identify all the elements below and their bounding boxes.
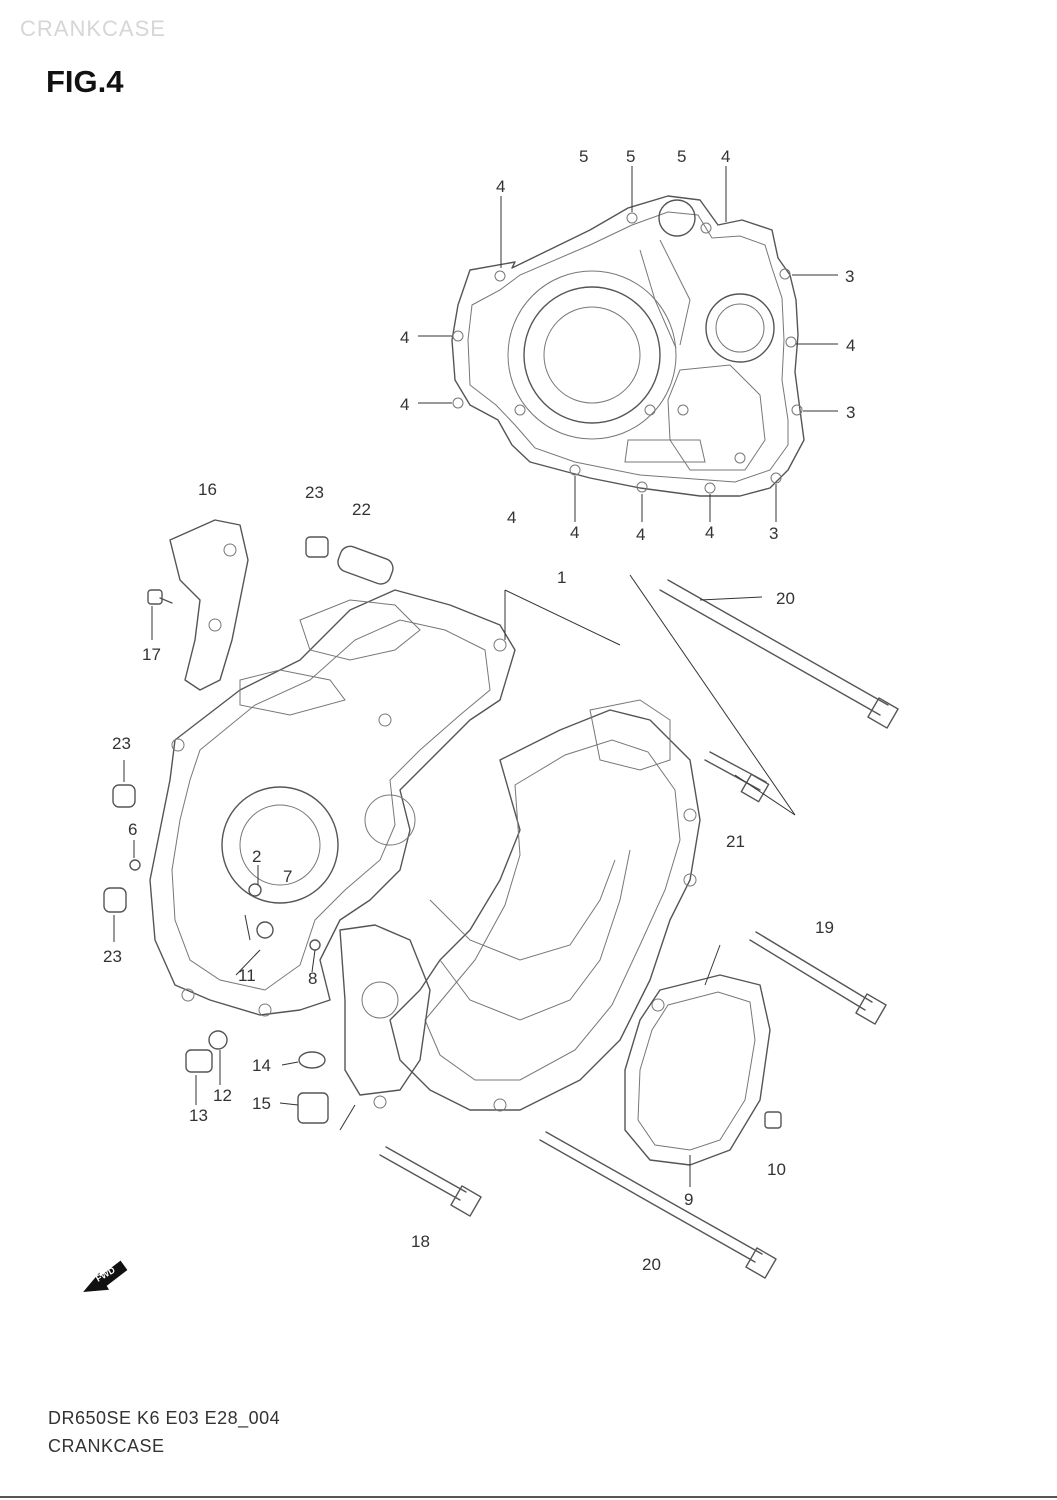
callout-9: 9 — [684, 1190, 693, 1209]
callout-12: 12 — [213, 1086, 232, 1105]
callout-4-mid: 4 — [507, 508, 516, 527]
callout-4-bottom-3: 4 — [705, 523, 714, 542]
callout-7: 7 — [283, 867, 292, 886]
callout-4-left-2: 4 — [400, 395, 409, 414]
callout-labels: 5 5 5 4 4 3 4 4 4 3 16 23 22 4 4 4 4 3 1… — [103, 147, 855, 1274]
diagram-code: DR650SE K6 E03 E28_004 — [48, 1408, 281, 1428]
callout-3a: 3 — [845, 267, 854, 286]
callout-22: 22 — [352, 500, 371, 519]
callout-4-top-left: 4 — [496, 177, 505, 196]
callout-10: 10 — [767, 1160, 786, 1179]
callout-17: 17 — [142, 645, 161, 664]
callout-23c: 23 — [103, 947, 122, 966]
callout-19: 19 — [815, 918, 834, 937]
cover-part-9 — [624, 974, 771, 1166]
callout-20b: 20 — [642, 1255, 661, 1274]
callout-3b: 3 — [846, 403, 855, 422]
callout-2: 2 — [252, 847, 261, 866]
callout-15: 15 — [252, 1094, 271, 1113]
callout-13: 13 — [189, 1106, 208, 1125]
callout-5a: 5 — [579, 147, 588, 166]
crankcase-body-outline — [149, 589, 701, 1112]
fwd-arrow-icon: FWD — [83, 1260, 128, 1292]
callout-4-right: 4 — [846, 336, 855, 355]
callout-8: 8 — [308, 969, 317, 988]
callout-23b: 23 — [112, 734, 131, 753]
diagram-name: CRANKCASE — [48, 1436, 165, 1456]
callout-4-bottom-2: 4 — [636, 525, 645, 544]
callout-1: 1 — [557, 568, 566, 587]
callout-5c: 5 — [677, 147, 686, 166]
callout-21: 21 — [726, 832, 745, 851]
callout-20a: 20 — [776, 589, 795, 608]
crankcase-cover-outline — [451, 195, 805, 497]
assembly-guide-lines — [244, 574, 796, 1131]
callout-3c: 3 — [769, 524, 778, 543]
bottom-rule — [0, 1496, 1057, 1498]
bracket-part-16 — [169, 519, 249, 691]
callout-6: 6 — [128, 820, 137, 839]
callout-4-left-1: 4 — [400, 328, 409, 347]
callout-4-bottom-1: 4 — [570, 523, 579, 542]
callout-4-top: 4 — [721, 147, 730, 166]
callout-16: 16 — [198, 480, 217, 499]
callout-11: 11 — [238, 966, 256, 985]
callout-23a: 23 — [305, 483, 324, 502]
figure-title: FIG.4 — [46, 64, 124, 99]
callout-14: 14 — [252, 1056, 271, 1075]
top-caption: CRANKCASE — [20, 16, 166, 41]
small-parts — [103, 536, 782, 1129]
callout-5b: 5 — [626, 147, 635, 166]
callout-18: 18 — [411, 1232, 430, 1251]
callout-leaders — [113, 166, 838, 1187]
